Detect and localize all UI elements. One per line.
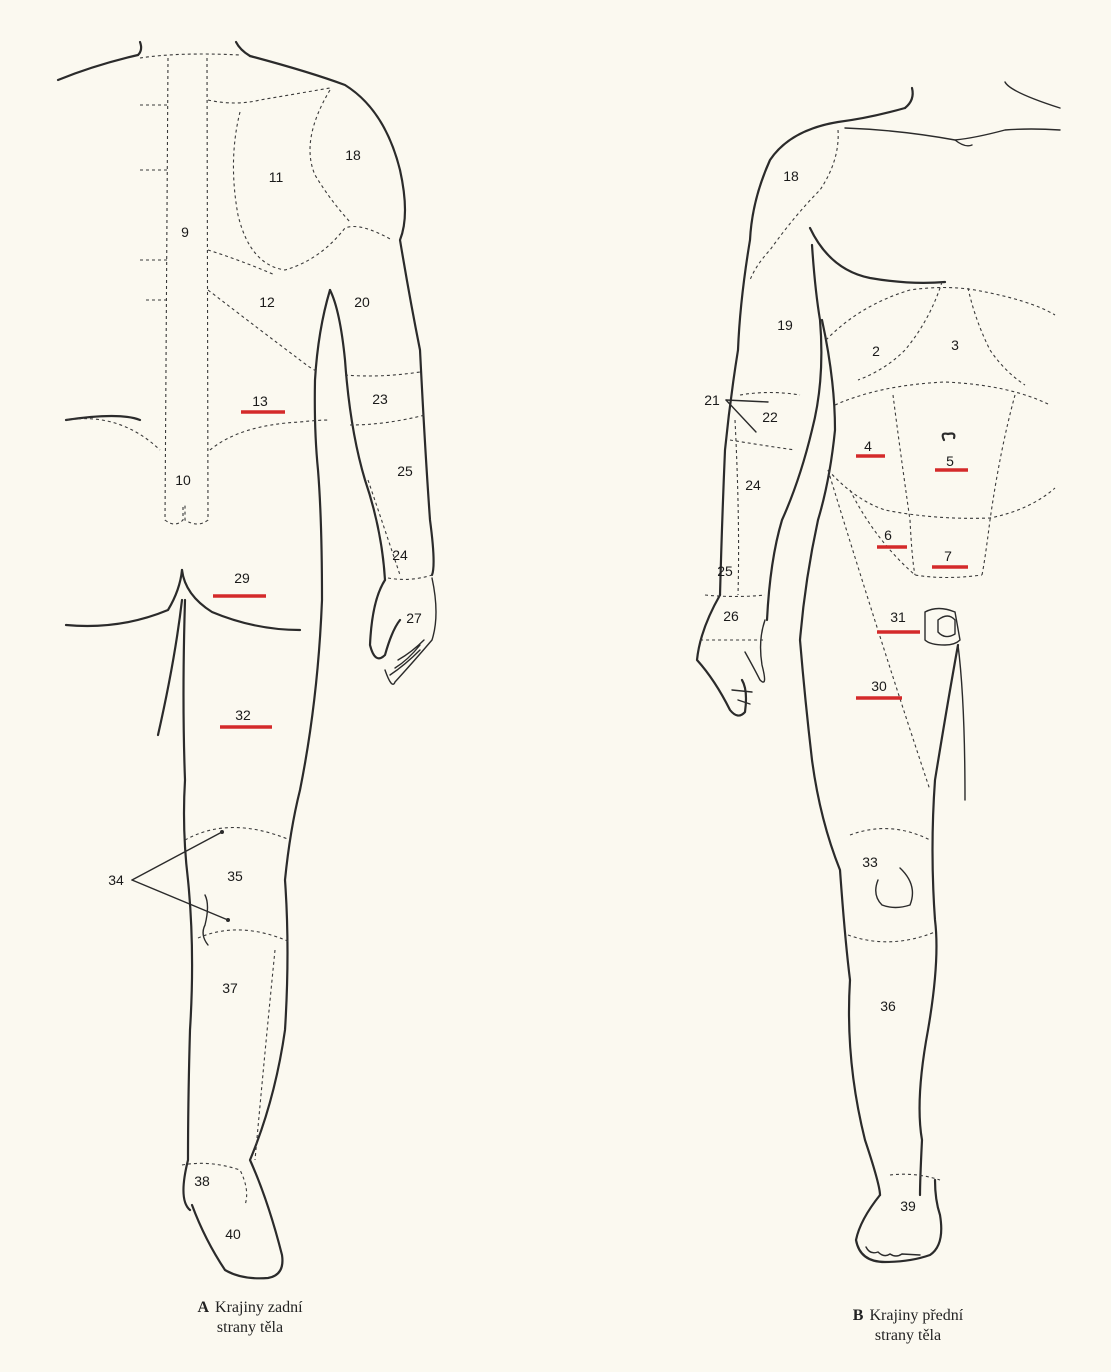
region-12-label: 12 xyxy=(259,294,275,310)
region-22-label: 22 xyxy=(762,409,778,425)
region-13-label: 13 xyxy=(252,393,268,409)
region-3-label: 3 xyxy=(951,337,959,353)
region-39-label: 39 xyxy=(900,1198,916,1214)
figure-a-caption-line2: strany těla xyxy=(160,1318,340,1338)
region-25-label: 25 xyxy=(397,463,413,479)
region-7-label: 7 xyxy=(944,548,952,564)
region-35-label: 35 xyxy=(227,868,243,884)
figure-a-region-labels: 9 10 11 12 13 18 20 23 24 25 27 29 32 34… xyxy=(108,147,422,1242)
region-6-label: 6 xyxy=(884,527,892,543)
region-9-label: 9 xyxy=(181,224,189,240)
figure-b-outline xyxy=(697,82,1060,1262)
figure-a-leader-lines xyxy=(132,830,230,922)
figure-a-region-boundaries xyxy=(66,54,432,1205)
region-34-label: 34 xyxy=(108,872,124,888)
region-30-label: 30 xyxy=(871,678,887,694)
figure-a-outline xyxy=(58,42,436,1278)
region-18-label: 18 xyxy=(345,147,361,163)
region-32-label: 32 xyxy=(235,707,251,723)
region-37-label: 37 xyxy=(222,980,238,996)
region-31-label: 31 xyxy=(890,609,906,625)
region-10-label: 10 xyxy=(175,472,191,488)
figure-a-caption-line1: Krajiny zadní xyxy=(215,1299,303,1316)
figure-a-caption: A Krajiny zadní strany těla xyxy=(160,1298,340,1338)
region-29-label: 29 xyxy=(234,570,250,586)
region-23-label: 23 xyxy=(372,391,388,407)
region-25-label: 25 xyxy=(717,563,733,579)
figure-b-caption: B Krajiny přední strany těla xyxy=(818,1306,998,1346)
figure-a-back-view: 9 10 11 12 13 18 20 23 24 25 27 29 32 34… xyxy=(58,42,436,1278)
region-19-label: 19 xyxy=(777,317,793,333)
region-11-label: 11 xyxy=(269,169,284,185)
figure-a-letter: A xyxy=(197,1299,209,1316)
region-24-label: 24 xyxy=(392,547,408,563)
region-2-label: 2 xyxy=(872,343,880,359)
region-38-label: 38 xyxy=(194,1173,210,1189)
figure-b-caption-line2: strany těla xyxy=(818,1326,998,1346)
region-27-label: 27 xyxy=(406,610,422,626)
figure-b-letter: B xyxy=(853,1307,864,1324)
region-20-label: 20 xyxy=(354,294,370,310)
figure-b-caption-line1: Krajiny přední xyxy=(869,1307,963,1324)
region-26-label: 26 xyxy=(723,608,739,624)
region-18-label: 18 xyxy=(783,168,799,184)
region-24-label: 24 xyxy=(745,477,761,493)
region-33-label: 33 xyxy=(862,854,878,870)
figure-b-region-boundaries xyxy=(700,130,1055,1180)
region-4-label: 4 xyxy=(864,438,872,454)
region-21-label: 21 xyxy=(704,392,720,408)
region-40-label: 40 xyxy=(225,1226,241,1242)
region-5-label: 5 xyxy=(946,453,954,469)
region-36-label: 36 xyxy=(880,998,896,1014)
figure-b-front-view: 2 3 4 5 6 7 18 19 21 22 24 25 26 30 31 3… xyxy=(697,82,1060,1262)
